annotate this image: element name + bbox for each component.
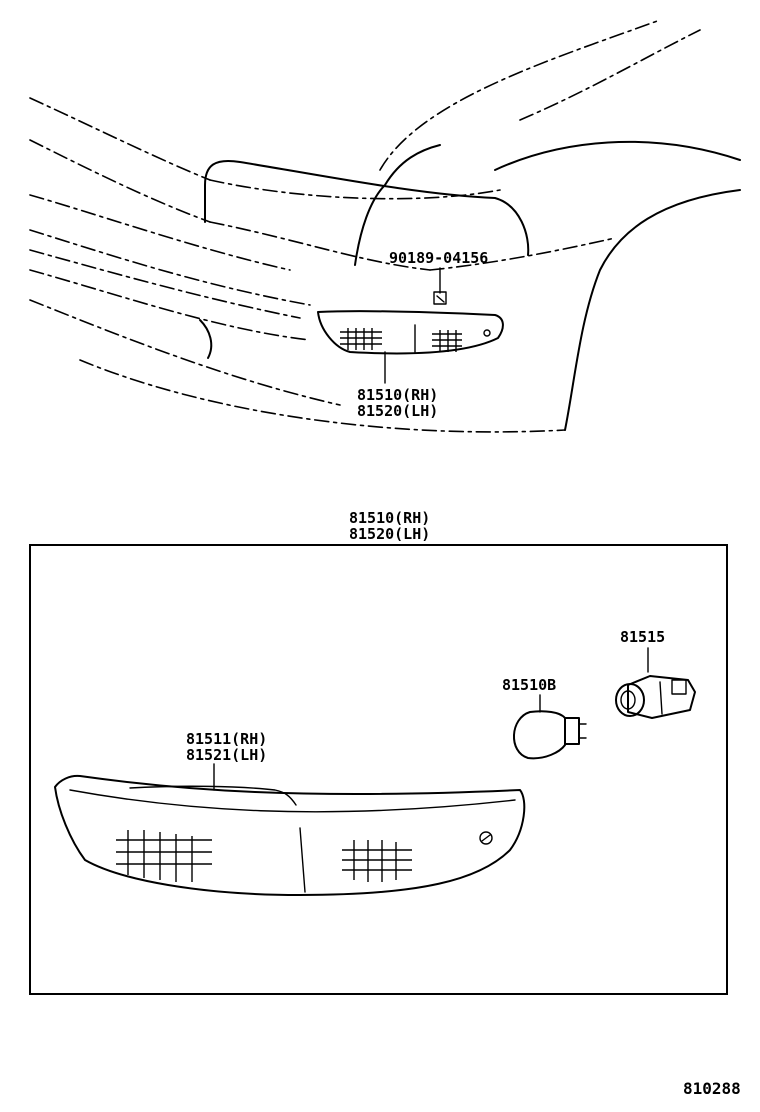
installed-turn-lamp[interactable] xyxy=(317,310,504,384)
lamp-lens[interactable] xyxy=(54,763,526,896)
assembly-lh-label[interactable]: 81520(LH) xyxy=(349,525,430,543)
exploded-view-frame xyxy=(29,544,728,995)
assembly-rh-label[interactable]: 81510(RH) xyxy=(349,509,430,527)
turn-signal-bulb[interactable] xyxy=(513,694,587,760)
clip-part-number[interactable]: 90189-04156 xyxy=(389,249,488,267)
lens-lh-label[interactable]: 81521(LH) xyxy=(186,746,267,764)
lamp-assembly-rh-label[interactable]: 81510(RH) xyxy=(357,386,438,404)
clip-part[interactable] xyxy=(433,267,447,305)
vehicle-body-outline xyxy=(29,19,741,433)
lens-rh-label[interactable]: 81511(RH) xyxy=(186,730,267,748)
bulb-socket[interactable] xyxy=(615,647,696,719)
bulb-label[interactable]: 81510B xyxy=(502,676,556,694)
socket-label[interactable]: 81515 xyxy=(620,628,665,646)
lamp-assembly-lh-label[interactable]: 81520(LH) xyxy=(357,402,438,420)
diagram-number: 810288 xyxy=(683,1079,741,1098)
